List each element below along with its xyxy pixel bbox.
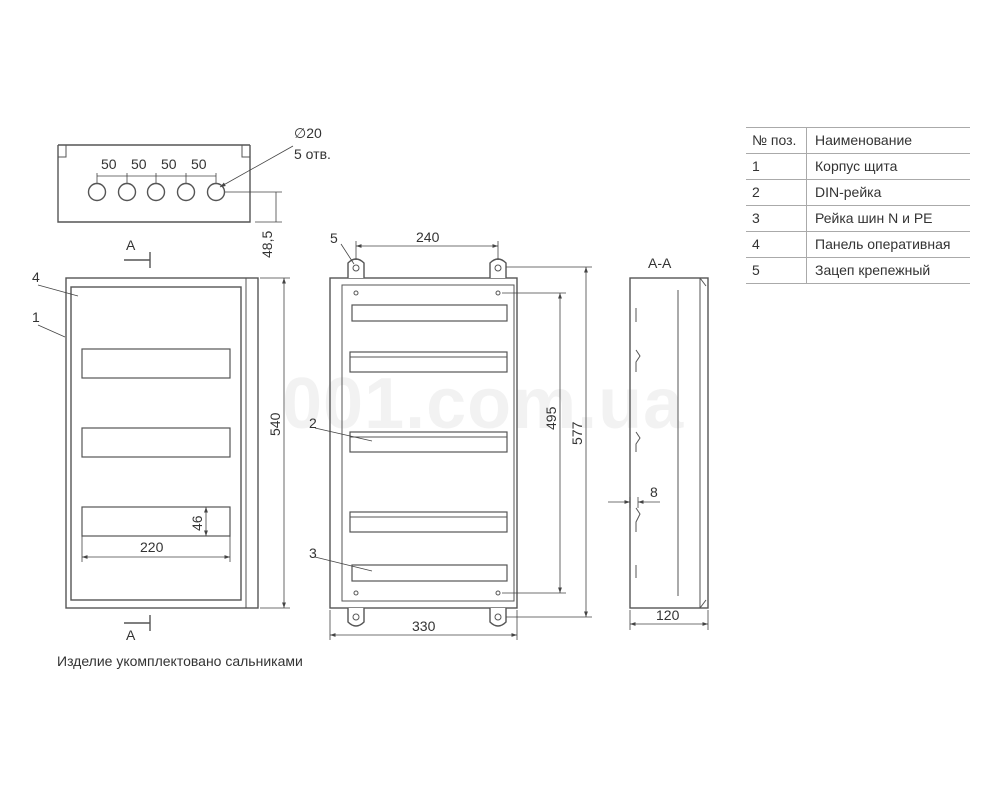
inner-housing: [329, 277, 518, 609]
front-slot-2: [81, 427, 231, 458]
row-name: Панель оперативная: [806, 231, 970, 258]
busbar-rail-bottom: [351, 564, 508, 582]
slot-height-dim: 46: [189, 515, 205, 531]
row-pos: 4: [746, 231, 807, 258]
section-mark-bottom: А: [126, 627, 136, 643]
hole-5: [206, 182, 226, 202]
table-header-row: № поз. Наименование: [746, 127, 970, 154]
row-name: Корпус щита: [806, 153, 970, 180]
watermark: 001.com.ua: [282, 364, 684, 444]
inner-frame: [341, 284, 515, 602]
row-pos: 3: [746, 205, 807, 232]
label-3: 3: [309, 545, 317, 561]
parts-table: № поз. Наименование 1 Корпус щита 2 DIN-…: [746, 127, 970, 284]
label-1: 1: [32, 309, 40, 325]
front-slot-1: [81, 348, 231, 379]
inner-width-dim: 330: [412, 618, 436, 634]
din-rail-3: [349, 511, 508, 533]
table-row: 3 Рейка шин N и PE: [746, 205, 970, 232]
section-mark-top: А: [126, 237, 136, 253]
assembly-note: Изделие укомплектовано сальниками: [57, 653, 303, 669]
mount-hook-tl: [347, 258, 365, 278]
mount-hook-tr: [489, 258, 507, 278]
mount-hook-br: [489, 608, 507, 627]
top-view: 50 50 50 50 ∅20 5 отв. 48,5: [57, 125, 331, 258]
front-slot-3: [81, 506, 231, 537]
section-body: [629, 277, 709, 609]
row-name: Зацеп крепежный: [806, 257, 970, 284]
spacing-dim-1: 50: [101, 156, 117, 172]
spacing-dim-3: 50: [161, 156, 177, 172]
header-pos: № поз.: [746, 127, 807, 154]
row-pos: 2: [746, 179, 807, 206]
front-view: А А 46 220 4 1 540: [32, 237, 290, 643]
slot-width-dim: 220: [140, 539, 164, 555]
rail-offset-dim: 8: [650, 484, 658, 500]
hole-2: [117, 182, 137, 202]
spacing-dim-2: 50: [131, 156, 147, 172]
hole-1: [87, 182, 107, 202]
row-name: DIN-рейка: [806, 179, 970, 206]
front-height-dim: 540: [267, 412, 283, 436]
table-row: 5 Зацеп крепежный: [746, 257, 970, 284]
inner-height-dim: 495: [543, 406, 559, 430]
operating-panel: [70, 286, 242, 601]
row-pos: 5: [746, 257, 807, 284]
label-5: 5: [330, 230, 338, 246]
mount-hook-bl: [347, 608, 365, 627]
hook-spacing-dim: 240: [416, 229, 440, 245]
label-4: 4: [32, 269, 40, 285]
total-height-dim: 577: [569, 421, 585, 445]
din-rail-2: [349, 431, 508, 453]
header-name: Наименование: [806, 127, 970, 154]
top-height-dim: 48,5: [259, 231, 275, 258]
hole-3: [146, 182, 166, 202]
hole-count-label: 5 отв.: [294, 146, 331, 162]
gland-holes: [87, 182, 226, 202]
spacing-dim-4: 50: [191, 156, 207, 172]
hole-diameter-label: ∅20: [294, 125, 322, 141]
row-name: Рейка шин N и PE: [806, 205, 970, 232]
section-depth-dim: 120: [656, 607, 680, 623]
table-row: 1 Корпус щита: [746, 153, 970, 180]
table-row: 4 Панель оперативная: [746, 231, 970, 258]
section-view: А-А 8 120: [608, 255, 709, 630]
inner-view: 5 2 3 240 330 495 577: [309, 229, 592, 640]
row-pos: 1: [746, 153, 807, 180]
label-2: 2: [309, 415, 317, 431]
hole-4: [176, 182, 196, 202]
table-row: 2 DIN-рейка: [746, 179, 970, 206]
busbar-rail-top: [351, 304, 508, 322]
section-title: А-А: [648, 255, 672, 271]
din-rail-1: [349, 351, 508, 373]
